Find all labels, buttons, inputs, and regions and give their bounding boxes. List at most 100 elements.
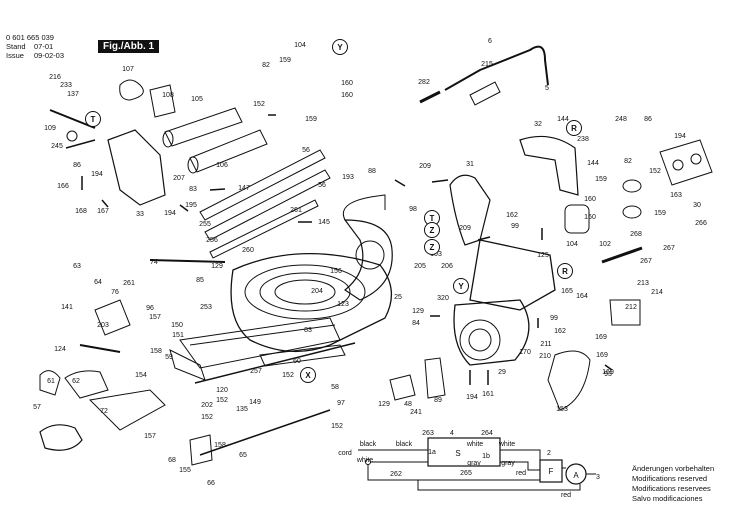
- reference-circle: [424, 239, 440, 255]
- callout-c257: 257: [250, 368, 262, 375]
- callout-c168: 168: [75, 208, 87, 215]
- callout-c160c: 160: [584, 196, 596, 203]
- callout-c86b: 86: [644, 116, 652, 123]
- callout-c129a: 129: [412, 308, 424, 315]
- callout-c102: 102: [599, 241, 611, 248]
- reference-circle: [424, 222, 440, 238]
- callout-c29: 29: [498, 369, 506, 376]
- callout-c161: 161: [482, 391, 494, 398]
- callout-c82a: 82: [262, 62, 270, 69]
- tube-parts: [119, 79, 268, 174]
- handle-32: [519, 135, 579, 196]
- wiring-label-red1: red: [516, 470, 526, 477]
- callout-c57: 57: [33, 404, 41, 411]
- reference-letter-lY2: Y: [458, 282, 464, 291]
- callout-c76: 76: [111, 289, 119, 296]
- callout-c89: 89: [434, 397, 442, 404]
- callout-c194d: 194: [466, 394, 478, 401]
- callout-c214: 214: [651, 289, 663, 296]
- callout-c162a: 162: [506, 212, 518, 219]
- doc-number: 0 601 665 039: [6, 33, 54, 42]
- callout-c56a: 56: [302, 147, 310, 154]
- callout-c3: 3: [596, 474, 600, 481]
- reference-circle: [300, 367, 316, 383]
- callout-c149: 149: [249, 399, 261, 406]
- wiring-label-sw_1b: 1b: [482, 453, 490, 460]
- callout-c99b: 99: [550, 315, 558, 322]
- callout-c209a: 209: [419, 163, 431, 170]
- wiring-label-sw_1a: 1a: [428, 449, 436, 456]
- reference-letter-lR1: R: [562, 267, 568, 276]
- wiring-label-cord: cord: [338, 450, 352, 457]
- issue-label: Issue: [6, 51, 24, 60]
- callout-c88: 88: [368, 168, 376, 175]
- callout-c68: 68: [168, 457, 176, 464]
- wiring-label-motor_A: A: [573, 471, 579, 480]
- callout-c213: 213: [637, 280, 649, 287]
- callout-c157a: 157: [149, 314, 161, 321]
- reference-letter-lY1: Y: [337, 43, 343, 52]
- callout-c62: 62: [72, 378, 80, 385]
- callout-c166: 166: [57, 183, 69, 190]
- callout-c31: 31: [466, 161, 474, 168]
- callout-c158a: 158: [150, 348, 162, 355]
- reference-circle: [332, 39, 348, 55]
- callout-c264: 264: [481, 430, 493, 437]
- callout-c152f: 152: [331, 423, 343, 430]
- callout-c144a: 144: [557, 116, 569, 123]
- issue-value: 09-02-03: [34, 51, 65, 60]
- callout-c32: 32: [534, 121, 542, 128]
- capacitor-box: [539, 459, 563, 483]
- lock-rod: [189, 342, 356, 466]
- wiring-label-white2: white: [466, 441, 483, 448]
- callout-c205: 205: [414, 263, 426, 270]
- wiring-label-white3: white: [498, 441, 515, 448]
- callout-c159c: 159: [595, 176, 607, 183]
- callout-c169a: 169: [595, 334, 607, 341]
- callout-c141: 141: [61, 304, 73, 311]
- callout-c206: 206: [441, 263, 453, 270]
- left-bracket: [49, 109, 166, 206]
- callout-c48: 48: [404, 401, 412, 408]
- callout-c124: 124: [54, 346, 66, 353]
- note-line: Salvo modificaciones: [632, 494, 703, 503]
- callout-c61: 61: [47, 378, 55, 385]
- callout-c245: 245: [51, 143, 63, 150]
- reference-letter-lZ1: Z: [430, 226, 435, 235]
- callout-c320: 320: [437, 295, 449, 302]
- callout-c282: 282: [418, 79, 430, 86]
- callout-c72: 72: [100, 408, 108, 415]
- blade-guard: [343, 194, 393, 301]
- callout-c169c: 169: [602, 369, 614, 376]
- callout-c85: 85: [196, 277, 204, 284]
- handle-31: [449, 174, 491, 246]
- reference-letter-lX1: X: [305, 371, 311, 380]
- stand-label: Stand: [6, 42, 26, 51]
- callout-c163: 163: [670, 192, 682, 199]
- callout-c25: 25: [394, 294, 402, 301]
- callout-c30: 30: [693, 202, 701, 209]
- callout-c108: 108: [162, 92, 174, 99]
- callout-c84: 84: [412, 320, 420, 327]
- callout-c159b: 159: [305, 116, 317, 123]
- callout-c137: 137: [67, 91, 79, 98]
- notes-block: Änderungen vorbehalten Modifications res…: [632, 464, 714, 504]
- callout-c4: 4: [450, 430, 454, 437]
- screw-marks: [81, 114, 613, 385]
- callout-c194a: 194: [91, 171, 103, 178]
- callout-c267b: 267: [640, 258, 652, 265]
- wiring-label-black2: black: [396, 441, 413, 448]
- callout-c248: 248: [615, 116, 627, 123]
- callout-c266: 266: [695, 220, 707, 227]
- callout-c260: 260: [242, 247, 254, 254]
- callout-c145: 145: [318, 219, 330, 226]
- callout-c212: 212: [625, 304, 637, 311]
- wiring-diagram: [358, 437, 596, 491]
- bushings-right: [564, 179, 643, 264]
- note-line: Modifications reservees: [632, 484, 711, 493]
- callout-c65: 65: [239, 452, 247, 459]
- callout-c120: 120: [216, 387, 228, 394]
- callout-c6: 6: [488, 38, 492, 45]
- callout-c170: 170: [519, 349, 531, 356]
